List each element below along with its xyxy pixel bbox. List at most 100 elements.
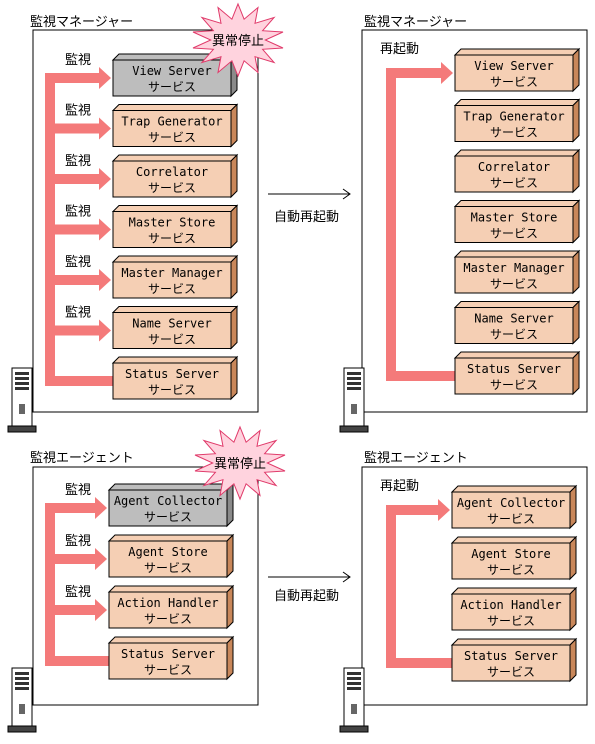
service-sub: サービス xyxy=(487,665,535,679)
service-name: Correlator xyxy=(136,165,208,179)
transition-label: 自動再起動 xyxy=(274,589,339,604)
service-box-side xyxy=(572,148,580,194)
service-box-front xyxy=(112,362,232,400)
service-box-front xyxy=(112,211,232,248)
monitor-label: 監視 xyxy=(65,584,91,600)
service-sub: サービス xyxy=(490,126,538,140)
restart-label: 再起動 xyxy=(380,479,419,494)
service-box-front xyxy=(112,312,232,349)
error-burst-icon xyxy=(192,2,284,78)
panel-title-manager-after: 監視マネージャー xyxy=(364,14,467,30)
monitor-connector xyxy=(45,656,109,666)
service-box-front xyxy=(454,206,574,243)
service-box-top xyxy=(111,104,239,111)
monitor-bar xyxy=(45,503,55,663)
service-box-side xyxy=(226,482,234,528)
service-box-top xyxy=(450,587,578,595)
service-sub: サービス xyxy=(148,181,196,195)
monitor-arrow xyxy=(45,168,111,190)
service-box-front xyxy=(451,542,571,580)
monitor-label: 監視 xyxy=(65,533,91,549)
service-sub: サービス xyxy=(490,328,538,342)
service-box-side xyxy=(226,635,234,681)
service-name: Status Server xyxy=(121,647,215,661)
service-sub: サービス xyxy=(487,614,535,628)
monitor-label: 監視 xyxy=(65,204,91,220)
service-box-front xyxy=(112,110,232,147)
service-box-front xyxy=(112,160,232,198)
service-name: Action Handler xyxy=(460,598,561,612)
panel-frame-agent-before xyxy=(32,466,259,706)
service-box-top xyxy=(111,154,239,162)
service-box-side xyxy=(226,584,234,630)
service-sub: サービス xyxy=(148,131,196,145)
service-box-top xyxy=(450,638,578,646)
monitor-label: 監視 xyxy=(65,305,91,321)
service-box-side xyxy=(230,254,238,300)
monitor-arrow xyxy=(45,67,111,89)
server-machine-icon xyxy=(339,367,369,433)
service-box-side xyxy=(569,637,577,683)
service-name: Status Server xyxy=(125,367,219,381)
server-machine-icon xyxy=(7,367,37,433)
service-box-side xyxy=(569,535,577,581)
service-box-front xyxy=(451,644,571,682)
service-box-side xyxy=(569,484,577,530)
restart-connector xyxy=(386,658,452,668)
panel-title-manager-before: 監視マネージャー xyxy=(30,14,133,30)
service-name: Action Handler xyxy=(117,596,218,610)
service-box-top xyxy=(107,534,235,542)
service-box-top xyxy=(111,205,239,212)
monitor-label: 監視 xyxy=(65,482,91,498)
restart-bar xyxy=(386,68,396,381)
service-name: Name Server xyxy=(474,312,553,326)
service-name: Master Manager xyxy=(121,266,222,280)
service-box-front xyxy=(454,54,574,92)
service-sub: サービス xyxy=(487,512,535,526)
service-box-side xyxy=(572,350,580,396)
restart-label: 再起動 xyxy=(380,42,419,57)
service-name: Master Store xyxy=(129,216,216,230)
service-name: Status Server xyxy=(467,362,561,376)
service-sub: サービス xyxy=(148,232,196,246)
service-name: Master Store xyxy=(471,211,558,225)
panel-frame-manager-before xyxy=(32,29,259,413)
service-box-front xyxy=(451,491,571,529)
service-box-front xyxy=(454,155,574,193)
stop-label: 異常停止 xyxy=(214,456,266,472)
service-name: Name Server xyxy=(132,317,211,331)
service-box-side xyxy=(226,533,234,579)
service-box-side xyxy=(230,204,238,249)
restart-arrow xyxy=(386,62,453,84)
service-name: Trap Generator xyxy=(121,115,222,129)
service-box-top xyxy=(453,301,581,308)
service-box-front xyxy=(454,256,574,294)
panel-title-agent-after: 監視エージェント xyxy=(364,450,468,466)
stop-label: 異常停止 xyxy=(212,33,264,49)
service-box-front xyxy=(112,261,232,299)
monitor-arrow xyxy=(45,497,107,519)
service-box-side xyxy=(230,355,238,401)
service-box-side xyxy=(572,98,580,143)
service-box-top xyxy=(450,485,578,493)
server-machine-icon xyxy=(339,667,369,733)
service-box-side xyxy=(572,249,580,295)
service-sub: サービス xyxy=(144,510,192,524)
service-box-side xyxy=(572,47,580,93)
service-box-front xyxy=(108,540,228,578)
error-burst-icon xyxy=(194,425,286,501)
monitor-connector xyxy=(45,376,113,386)
service-sub: サービス xyxy=(487,563,535,577)
service-box-top xyxy=(107,585,235,593)
service-box-top xyxy=(111,356,239,364)
monitor-label: 監視 xyxy=(65,153,91,169)
